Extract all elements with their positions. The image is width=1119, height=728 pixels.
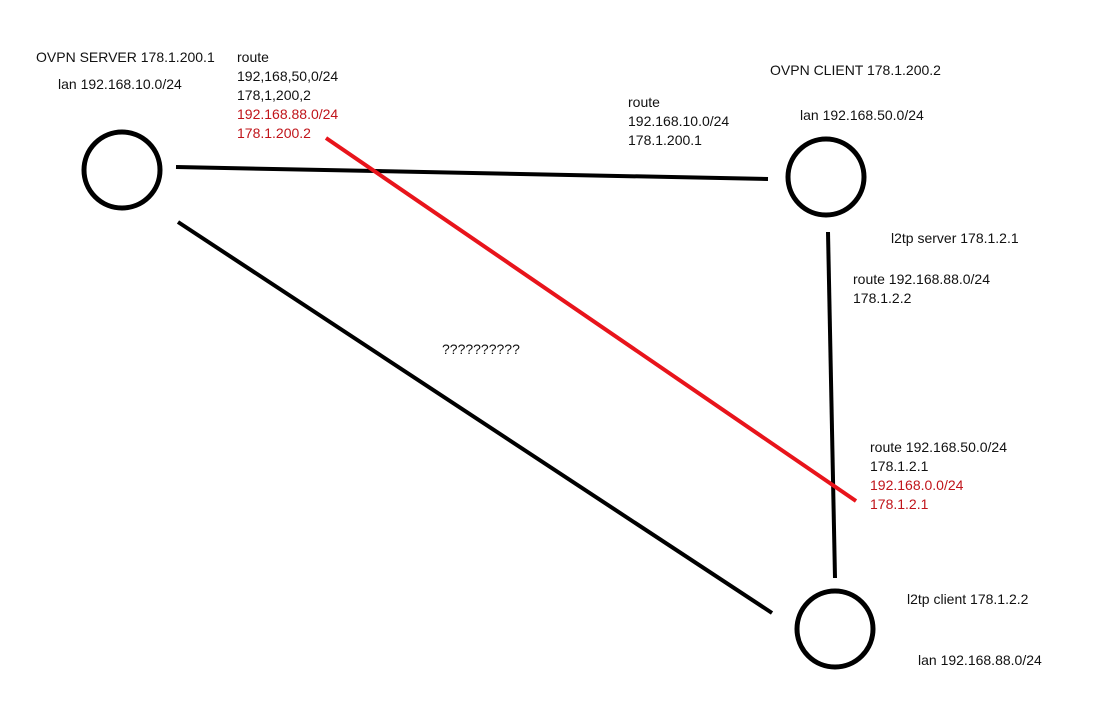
l2tp-client-route-highlight: 178.1.2.1 <box>870 496 929 512</box>
ovpn-client-route-line: 178.1.200.1 <box>628 132 702 148</box>
ovpn-server-route-block: route 192,168,50,0/24 178,1,200,2 192.16… <box>237 48 338 143</box>
l2tp-client-route-line: route 192.168.50.0/24 <box>870 439 1008 455</box>
link-ovpn-client-l2tp-client <box>826 231 837 579</box>
ovpn-client-route-line: route <box>628 94 660 110</box>
l2tp-client-route-line: 178.1.2.1 <box>870 458 929 474</box>
l2tp-server-route-block: route 192.168.88.0/24 178.1.2.2 <box>853 270 990 308</box>
l2tp-client-title: l2tp client 178.1.2.2 <box>907 591 1029 607</box>
l2tp-client-route-block: route 192.168.50.0/24 178.1.2.1 192.168.… <box>870 438 1007 514</box>
ovpn-server-route-line: 178,1,200,2 <box>237 87 311 103</box>
l2tp-client-lan: lan 192.168.88.0/24 <box>918 652 1042 668</box>
ovpn-client-route-block: route 192.168.10.0/24 178.1.200.1 <box>628 93 729 150</box>
ovpn-client-title: OVPN CLIENT 178.1.200.2 <box>770 62 941 78</box>
l2tp-client-route-highlight: 192.168.0.0/24 <box>870 477 964 493</box>
l2tp-server-route-line: route 192.168.88.0/24 <box>853 271 991 287</box>
node-l2tp-client <box>794 588 876 670</box>
l2tp-server-label: l2tp server 178.1.2.1 <box>891 230 1019 246</box>
ovpn-server-lan: lan 192.168.10.0/24 <box>58 76 182 92</box>
ovpn-server-route-line: route <box>237 49 269 65</box>
node-ovpn-server <box>81 129 163 211</box>
ovpn-client-route-line: 192.168.10.0/24 <box>628 113 730 129</box>
ovpn-server-title: OVPN SERVER 178.1.200.1 <box>36 49 215 65</box>
ovpn-server-route-line: 192,168,50,0/24 <box>237 68 339 84</box>
ovpn-server-route-highlight: 178.1.200.2 <box>237 125 311 141</box>
ovpn-server-route-highlight: 192.168.88.0/24 <box>237 106 339 122</box>
node-ovpn-client <box>785 136 867 218</box>
link-ovpn-server-l2tp-client <box>176 220 774 615</box>
link-ovpn-server-client <box>175 165 769 181</box>
l2tp-server-route-line: 178.1.2.2 <box>853 290 912 306</box>
link-highlight-route <box>324 136 858 503</box>
question-label: ?????????? <box>442 341 520 357</box>
ovpn-client-lan: lan 192.168.50.0/24 <box>800 107 924 123</box>
